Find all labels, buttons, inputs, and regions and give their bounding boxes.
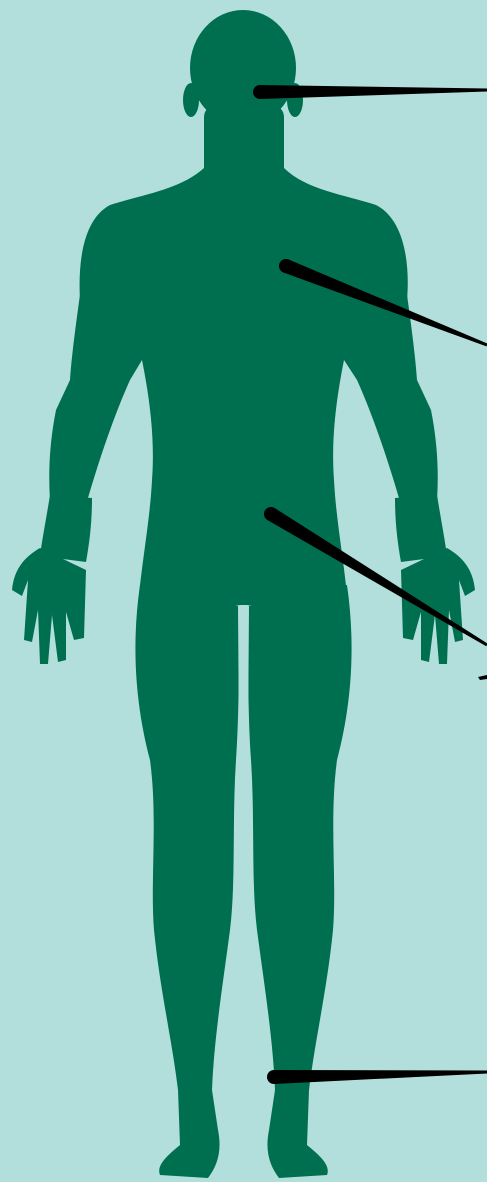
right-hand [401, 548, 475, 664]
right-leg [247, 585, 352, 1178]
pointer-line-head [260, 85, 487, 99]
left-hand [12, 548, 86, 664]
pointer-line-ankle [274, 1070, 487, 1084]
crotch-gap [238, 606, 249, 740]
pointer-dot-abdomen [264, 507, 278, 521]
pointer-dot-ankle [267, 1070, 281, 1084]
pointer-dot-chest [279, 259, 293, 273]
pointer-dot-head [253, 85, 267, 99]
torso [80, 168, 408, 605]
pointer-tick-mark [478, 675, 487, 680]
left-leg [135, 585, 240, 1178]
